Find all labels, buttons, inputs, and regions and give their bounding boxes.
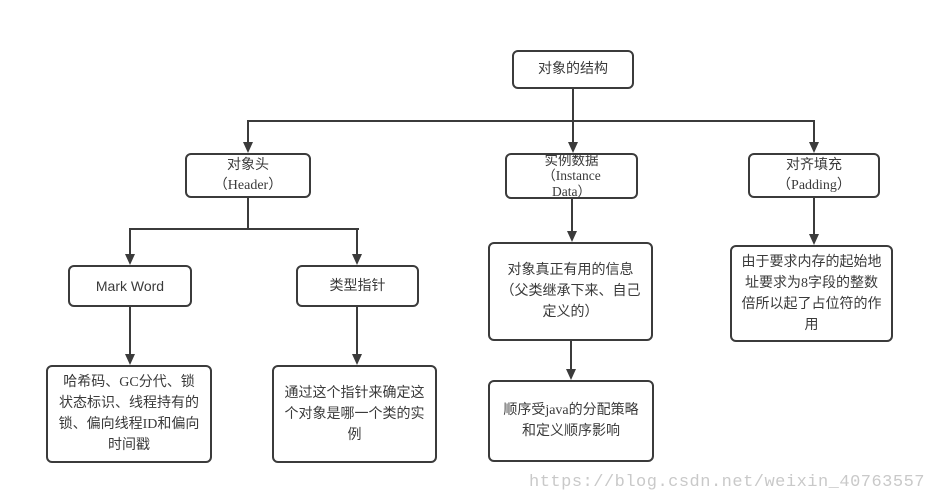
- arrowhead-padding: [809, 142, 819, 153]
- arrowhead-padding-desc: [809, 234, 819, 245]
- connector-header-stem: [247, 198, 249, 230]
- connector-instancedata-desc: [571, 199, 573, 233]
- arrowhead-instance-data: [568, 142, 578, 153]
- connector-root-header: [247, 120, 249, 144]
- node-object-structure: 对象的结构: [512, 50, 634, 89]
- connector-padding-desc: [813, 198, 815, 236]
- node-mark-word: Mark Word: [68, 265, 192, 307]
- node-type-pointer: 类型指针: [296, 265, 419, 307]
- node-instance-data: 实例数据 （Instance Data）: [505, 153, 638, 199]
- connector-level2-rail: [247, 120, 815, 122]
- arrowhead-type-pointer-desc: [352, 354, 362, 365]
- arrowhead-type-pointer: [352, 254, 362, 265]
- arrowhead-mark-word: [125, 254, 135, 265]
- node-instance-data-desc: 对象真正有用的信息（父类继承下来、自己定义的）: [488, 242, 653, 341]
- connector-instancedesc-order: [570, 341, 572, 371]
- connector-level3-rail: [129, 228, 359, 230]
- arrowhead-mark-word-desc: [125, 354, 135, 365]
- connector-header-typepointer: [356, 228, 358, 256]
- connector-header-markword: [129, 228, 131, 256]
- connector-markword-desc: [129, 307, 131, 356]
- node-padding-desc: 由于要求内存的起始地址要求为8字段的整数倍所以起了占位符的作用: [730, 245, 893, 342]
- connector-typepointer-desc: [356, 307, 358, 356]
- node-type-pointer-desc: 通过这个指针来确定这个对象是哪一个类的实例: [272, 365, 437, 463]
- connector-root-padding: [813, 120, 815, 144]
- csdn-watermark: https://blog.csdn.net/weixin_40763557: [529, 473, 925, 492]
- arrowhead-order-desc: [566, 369, 576, 380]
- node-mark-word-desc: 哈希码、GC分代、锁状态标识、线程持有的锁、偏向线程ID和偏向时间戳: [46, 365, 212, 463]
- arrowhead-instance-data-desc: [567, 231, 577, 242]
- node-object-header: 对象头 （Header）: [185, 153, 311, 198]
- connector-root-stem: [572, 89, 574, 144]
- node-order-desc: 顺序受java的分配策略和定义顺序影响: [488, 380, 654, 462]
- arrowhead-header: [243, 142, 253, 153]
- node-alignment-padding: 对齐填充 （Padding）: [748, 153, 880, 198]
